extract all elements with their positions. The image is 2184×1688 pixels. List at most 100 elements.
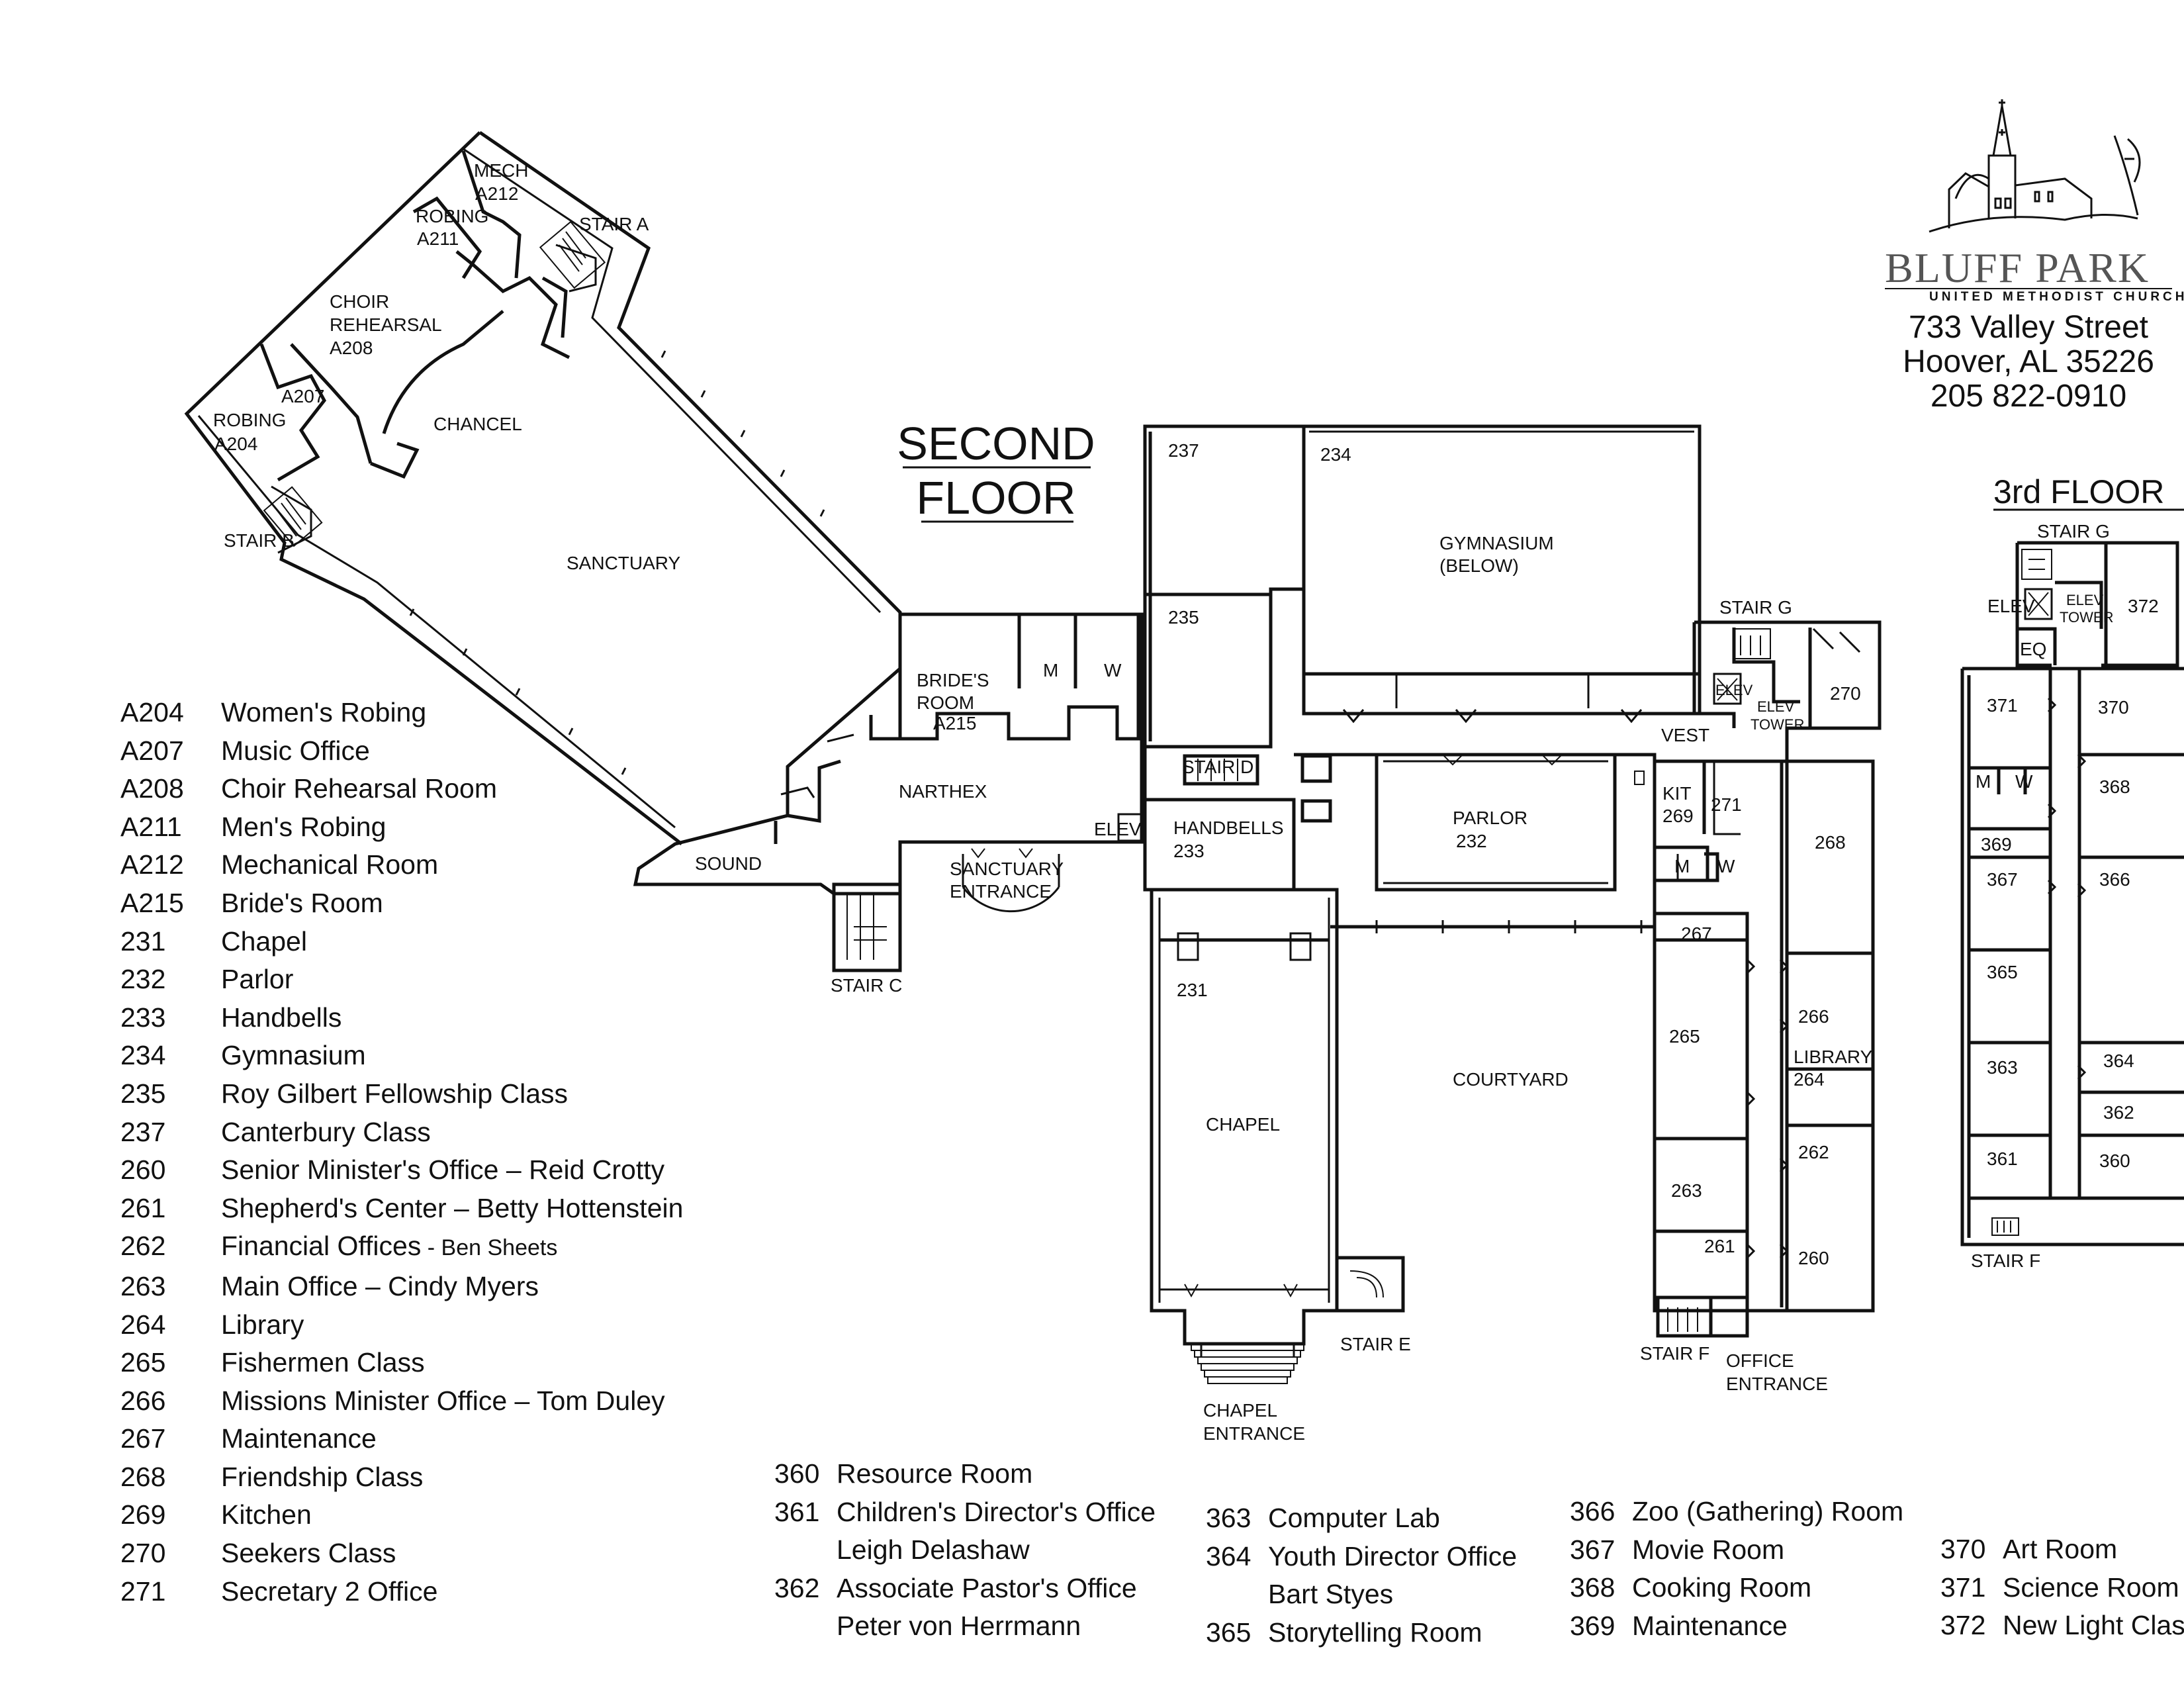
legend-room-number: 263 [120,1270,166,1301]
label-367: 367 [1987,869,2018,890]
label-234: 234 [1320,444,1351,465]
label-3f-stair-g: STAIR G [2037,521,2110,541]
legend-room-number: 372 [1940,1610,1986,1641]
legend-room-name: Associate Pastor's Office [837,1572,1137,1603]
legend-room-number: A207 [120,735,184,766]
legend-room-number: A212 [120,849,184,880]
label-stair-f: STAIR F [1640,1343,1709,1364]
legend-room-name: Bart Styes [1268,1579,1394,1610]
legend-room-name: Cooking Room [1632,1572,1812,1603]
label-3f-m: M [1976,771,1991,792]
third-floor-plan [1960,541,2184,1246]
legend-room-name: Peter von Herrmann [837,1611,1081,1642]
label-360: 360 [2099,1150,2130,1171]
label-a215: A215 [933,713,976,733]
label-narthex: NARTHEX [899,781,987,802]
label-brides: BRIDE'S [917,670,989,690]
sanctuary-wing [184,130,1145,972]
legend-room-name: Storytelling Room [1268,1617,1482,1648]
label-rehearsal: REHEARSAL [330,314,442,335]
label-a211: A211 [417,228,459,249]
legend-room-number: 233 [120,1002,166,1033]
address-city: Hoover, AL 35226 [1903,344,2154,379]
legend-room-number: 368 [1570,1572,1615,1603]
legend-room-name: Maintenance [1632,1610,1788,1641]
legend-room-number: A211 [120,811,182,842]
legend-room-name: Friendship Class [221,1461,424,1492]
label-stair-d: STAIR D [1182,757,1253,777]
legend-room-number: 262 [120,1231,166,1262]
label-266: 266 [1798,1006,1829,1027]
church-subtitle: UNITED METHODIST CHURCH [1929,290,2184,304]
church-steeple-icon [1929,99,2141,233]
legend-room-name: Bride's Room [221,887,383,918]
label-262: 262 [1798,1142,1829,1162]
label-w2: W [1717,856,1735,876]
label-a212: A212 [475,183,518,204]
legend-room-number: 363 [1206,1503,1251,1533]
label-elev-tower-2: TOWER [1751,716,1804,733]
legend-room-number: 231 [120,925,166,957]
label-stair-b: STAIR B [224,530,295,551]
legend-room-name: Shepherd's Center – Betty Hottenstein [221,1192,684,1223]
label-handbells: HANDBELLS [1173,818,1284,838]
legend-room-name: Movie Room [1632,1534,1785,1565]
legend-room-number: 267 [120,1423,166,1454]
label-3f-elev-tower-2: TOWER [2060,609,2113,626]
label-a204: A204 [214,434,257,454]
address-phone: 205 822-0910 [1931,379,2126,414]
label-267: 267 [1681,923,1712,944]
label-office-entrance-1: OFFICE [1726,1350,1794,1371]
legend-item: Bart Styes [1206,1575,1517,1614]
legend-room-number: A215 [120,887,184,918]
label-stair-e: STAIR E [1340,1334,1411,1354]
church-name: BLUFF PARK [1885,244,2150,291]
legend-room-name: Children's Director's Office [837,1496,1156,1527]
label-m: M [1043,660,1058,680]
legend-room-name: Handbells [221,1002,342,1033]
label-363: 363 [1987,1057,2018,1078]
legend-room-name: Fishermen Class [221,1347,425,1378]
label-a207: A207 [281,386,324,406]
legend-room-name: Parlor [221,964,294,995]
legend-room-name: Youth Director Office [1268,1540,1518,1571]
label-a208: A208 [330,338,373,358]
legend-room-name: Main Office – Cindy Myers [221,1270,539,1301]
legend-room-name: Science Room [2003,1571,2179,1603]
legend-item: Leigh Delashaw [774,1531,1156,1570]
label-elev-box: ELEV [1715,682,1753,698]
label-sound: SOUND [695,853,762,874]
label-stair-g: STAIR G [1719,597,1792,618]
legend-room-name: Art Room [2003,1534,2118,1564]
label-w: W [1104,660,1122,680]
legend-room-name: Financial Offices [221,1231,422,1262]
label-library: LIBRARY [1794,1047,1873,1067]
label-364: 364 [2103,1051,2134,1071]
legend-room-number: 369 [1570,1610,1615,1641]
legend-room-number: 271 [120,1575,166,1607]
label-265: 265 [1669,1026,1700,1047]
label-sanctuary-entrance-1: SANCTUARY [950,859,1064,879]
second-floor-heading-line1: SECOND [897,418,1095,469]
legend-item: 369 Maintenance [1570,1607,1903,1646]
legend-room-number: A204 [120,697,184,727]
